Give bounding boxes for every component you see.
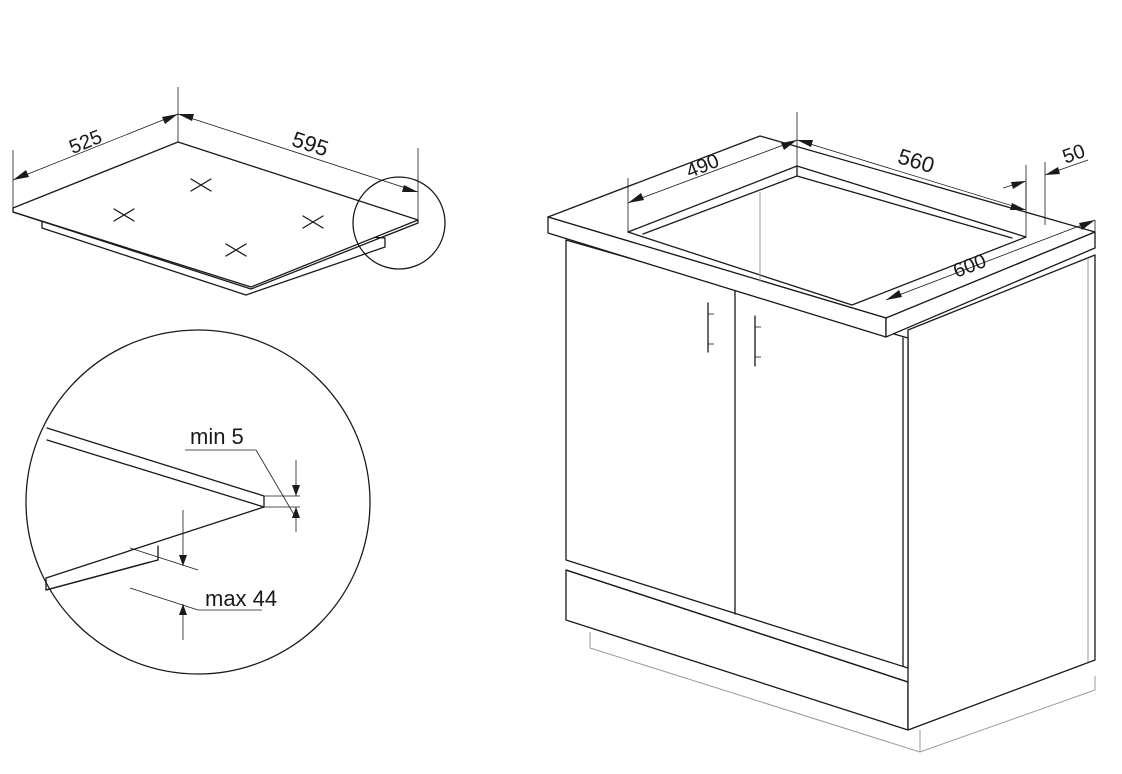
- dimension-min5: min 5: [185, 424, 300, 532]
- detail-circle: [25, 329, 371, 675]
- cabinet-drawing: 490 560 50 600: [547, 112, 1096, 753]
- dimension-525-label: 525: [66, 126, 105, 159]
- dimension-max44: max 44: [129, 510, 277, 640]
- detail-view: min 5 max 44: [25, 329, 371, 675]
- cooking-zone-markers: [113, 178, 324, 257]
- hob-drawing: 525 595: [12, 87, 446, 296]
- dimension-560: 560: [796, 139, 1027, 237]
- max44-label: max 44: [205, 586, 277, 611]
- min5-label: min 5: [190, 424, 244, 449]
- door-handles: [707, 302, 761, 367]
- hob-glass: [12, 141, 419, 288]
- dimension-595-label: 595: [289, 126, 332, 161]
- detail-marker-circle: [352, 176, 446, 270]
- dimension-50-label: 50: [1060, 140, 1088, 168]
- dimension-560-label: 560: [895, 144, 937, 179]
- cabinet-side: [907, 254, 1096, 731]
